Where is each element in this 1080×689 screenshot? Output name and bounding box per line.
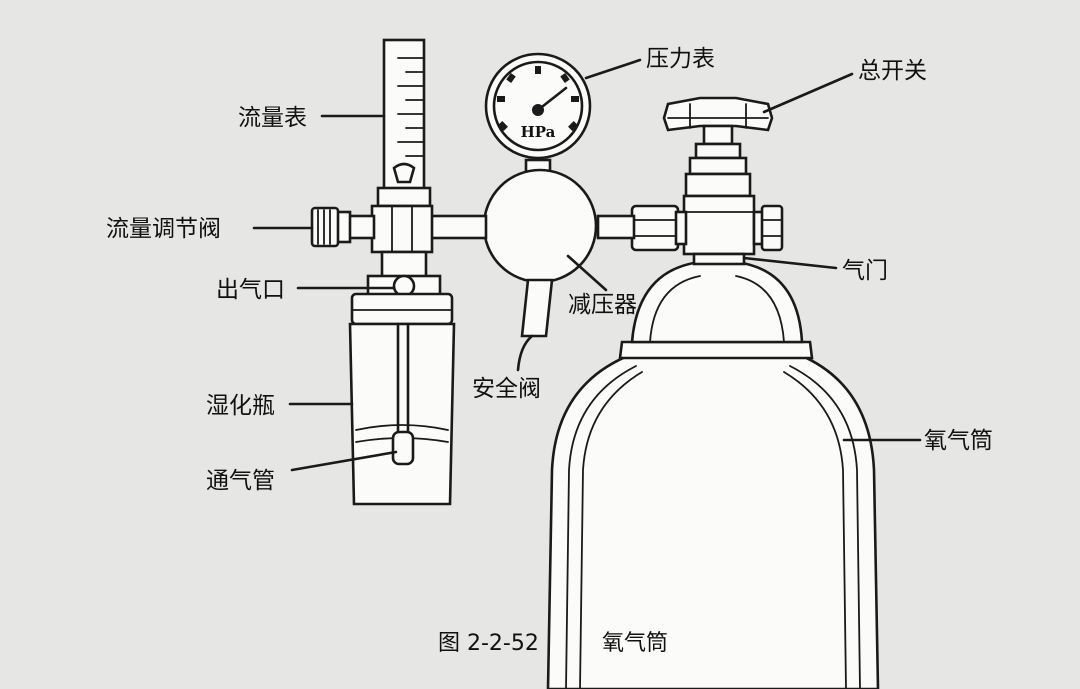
label-pressure-gauge: 压力表: [646, 46, 715, 72]
flowmeter: [370, 38, 434, 280]
pressure-gauge: HPa: [484, 52, 592, 184]
label-air-valve: 气门: [842, 258, 888, 284]
gauge-unit-label: HPa: [521, 123, 556, 141]
label-vent-tube: 通气管: [206, 468, 275, 494]
label-outlet: 出气口: [216, 277, 285, 303]
label-cylinder: 氧气筒: [924, 428, 993, 454]
labels: 流量表 流量调节阀 出气口 湿化瓶 通气管 压力表 总开关 气门 减压器 安全阀…: [106, 46, 993, 494]
label-main-switch: 总开关: [858, 58, 927, 84]
label-humidifier: 湿化瓶: [206, 393, 275, 419]
caption-title: 氧气筒: [602, 631, 668, 656]
leader-lines: [252, 58, 922, 472]
flow-regulating-valve: [310, 206, 376, 248]
label-flow-valve: 流量调节阀: [106, 216, 221, 242]
label-reducer: 减压器: [568, 292, 637, 318]
label-safety-valve: 安全阀: [472, 376, 541, 402]
main-switch: [662, 96, 774, 266]
caption-number: 图 2-2-52: [438, 631, 539, 656]
humidifier-bottle: [348, 292, 456, 506]
label-flowmeter: 流量表: [238, 105, 307, 131]
air-valve: [596, 204, 784, 252]
figure-caption: 图 2-2-52 氧气筒: [438, 631, 668, 656]
oxygen-cylinder: [546, 260, 880, 689]
pressure-reducer: [482, 168, 598, 338]
gas-outlet: [366, 274, 442, 298]
